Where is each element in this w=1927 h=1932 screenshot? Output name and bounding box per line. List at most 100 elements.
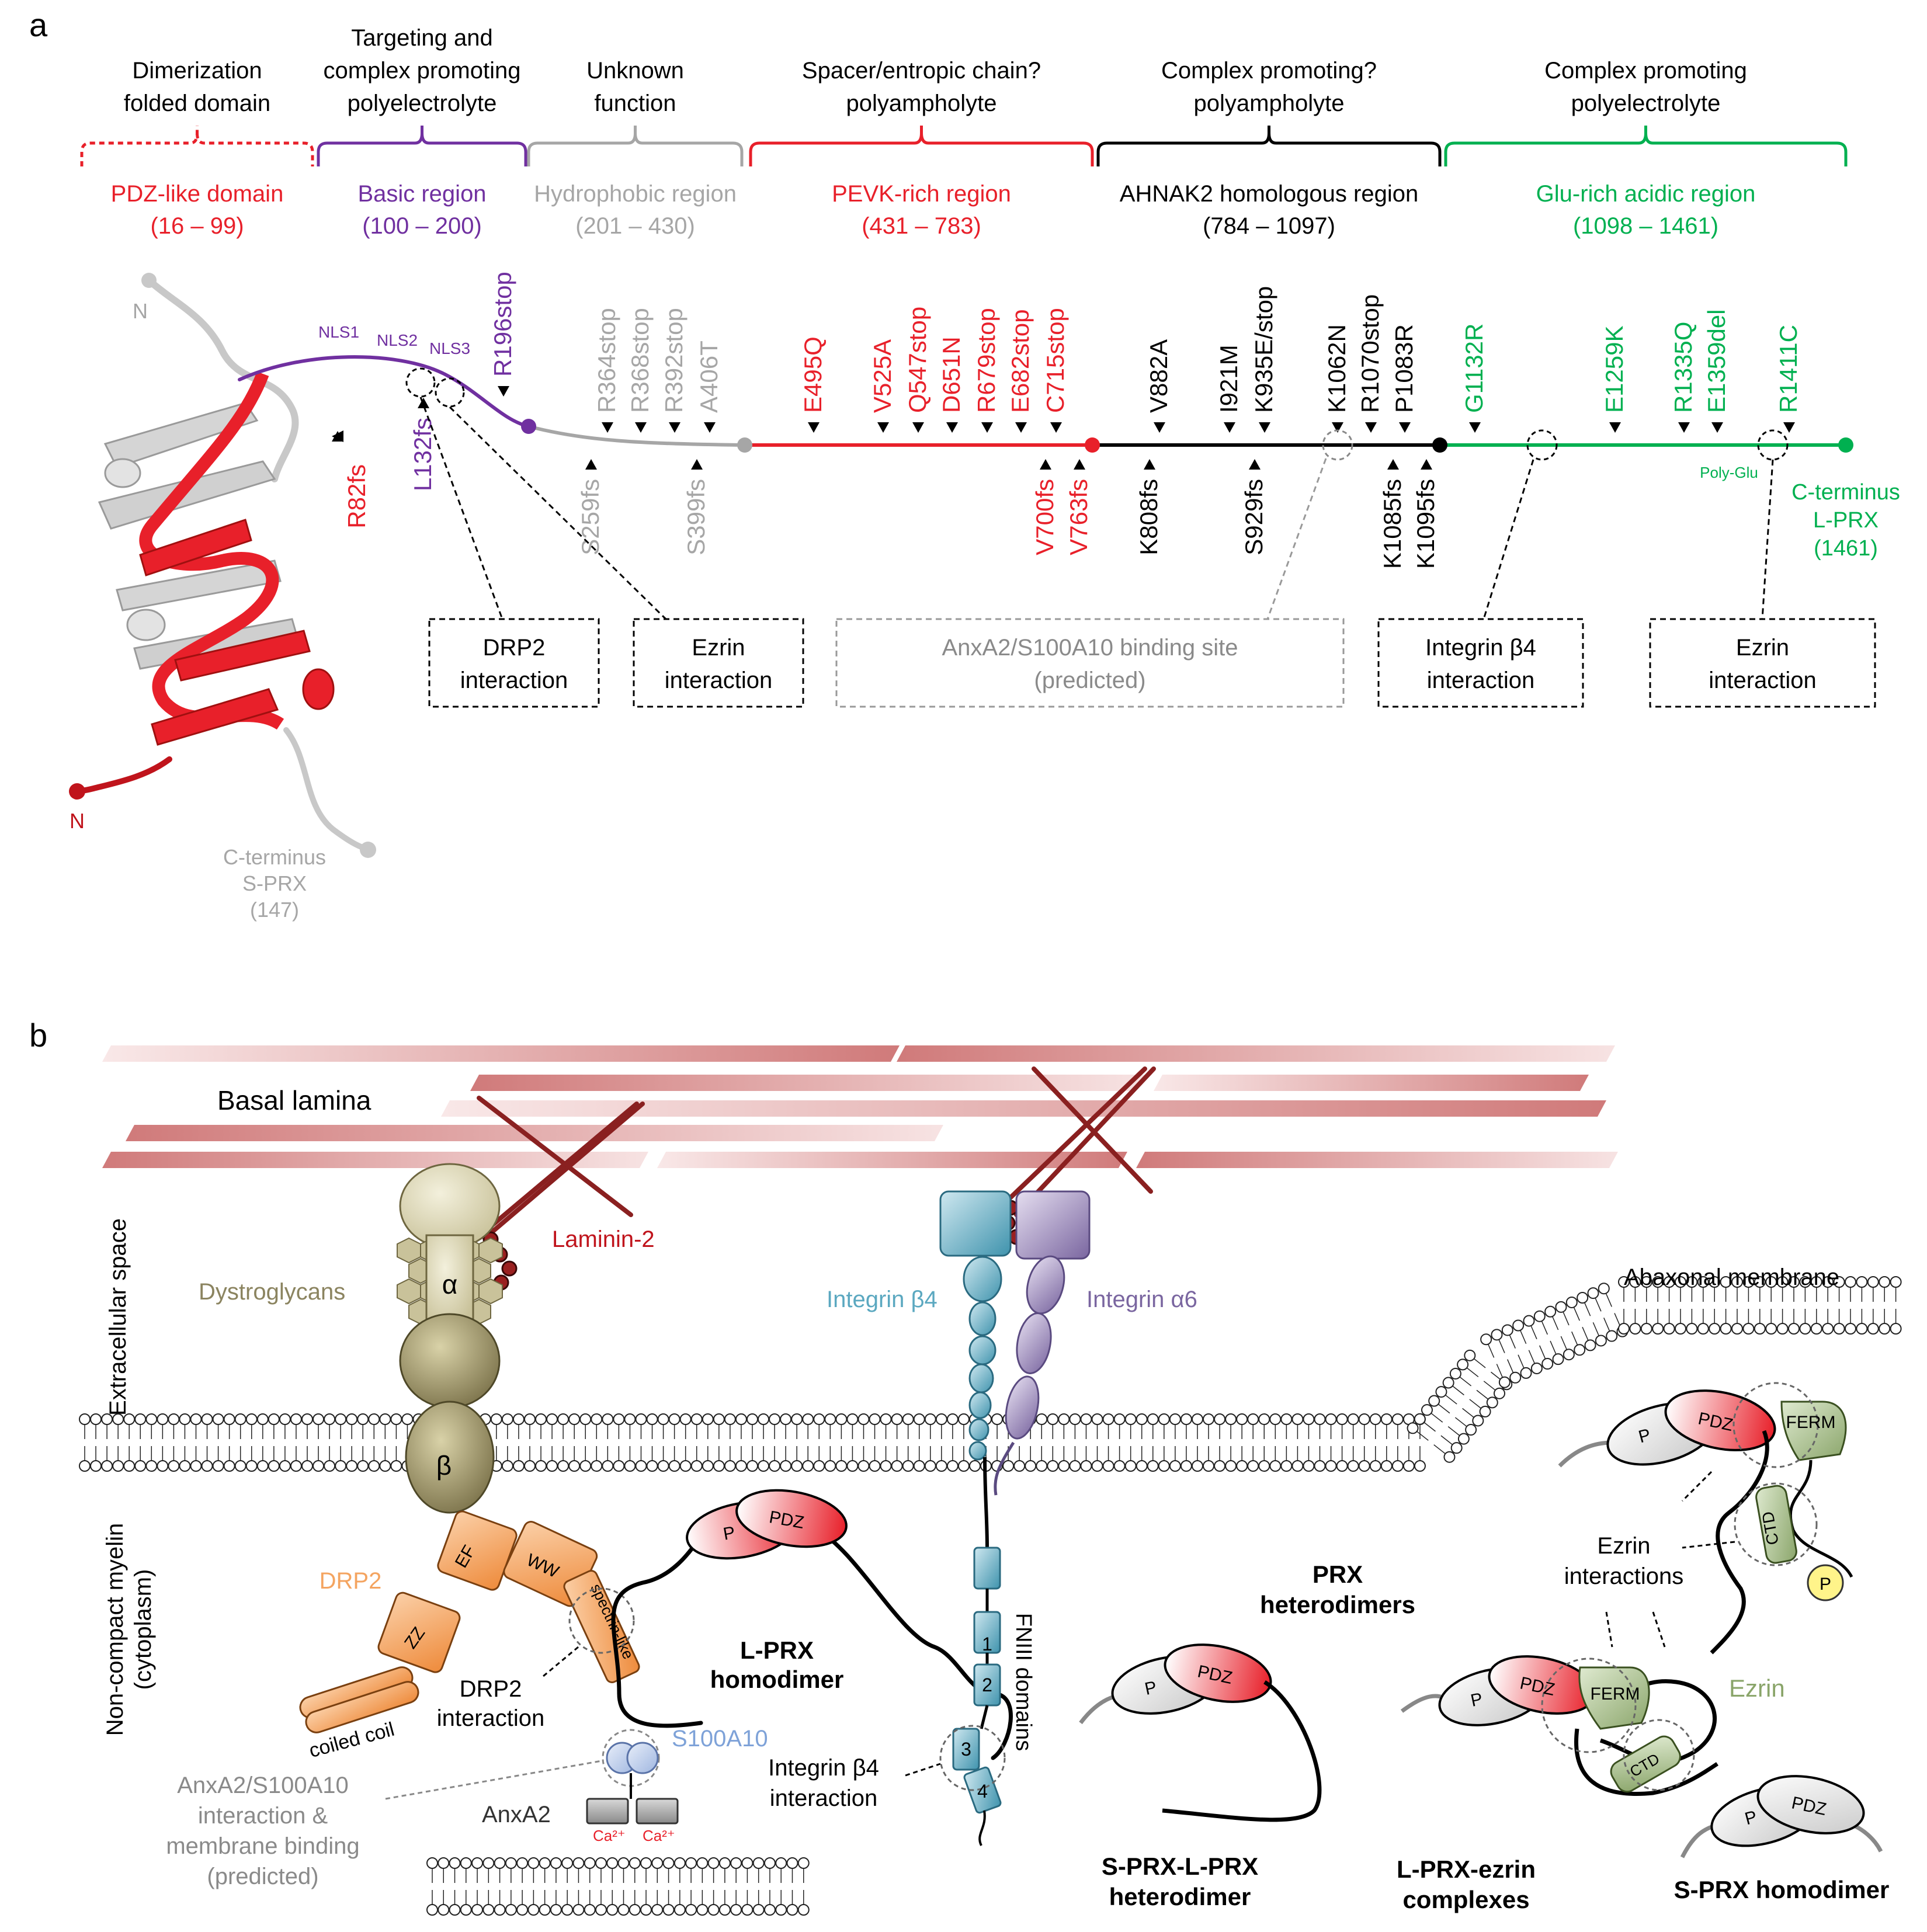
region-function-text: function [594, 91, 676, 116]
interaction-box: AnxA2/S100A10 binding site(predicted) [835, 458, 1345, 708]
basal-lamina-label: Basal lamina [217, 1085, 371, 1116]
mutation-label: E682stop [1006, 310, 1034, 413]
fniii-3: 3 [961, 1739, 971, 1760]
region-bracket [80, 126, 314, 166]
interaction-box-text: interaction [665, 668, 773, 693]
dystroglycan-complex [397, 1163, 503, 1514]
hydrophobic-segment [528, 425, 742, 447]
region-function-text: polyelectrolyte [348, 91, 497, 116]
ca-label-2: Ca²⁺ [643, 1827, 675, 1844]
svg-text:DRP2: DRP2 [460, 1676, 522, 1702]
drp2-site-circle [405, 367, 436, 398]
mutation-arrow [1144, 459, 1155, 470]
drp2-interaction-label: DRP2 interaction [437, 1676, 545, 1731]
panel-b-letter: b [29, 1017, 47, 1054]
abaxonal-membrane-label: Abaxonal membrane [1624, 1264, 1839, 1290]
mutation-label: G1132R [1460, 324, 1488, 413]
mutation-arrow [877, 422, 889, 433]
region-function-text: Complex promoting? [1161, 58, 1377, 84]
nls2-label: NLS2 [377, 331, 418, 349]
svg-text:PRX: PRX [1313, 1561, 1363, 1588]
mutation-label: R1411C [1775, 325, 1802, 413]
mutation-arrow [946, 422, 958, 433]
svg-text:(cytoplasm): (cytoplasm) [130, 1569, 156, 1690]
mutation-arrow [1387, 459, 1399, 470]
mutation-arrow [1040, 459, 1051, 470]
prx-pdz-structure [69, 273, 530, 858]
interaction-box-text: Ezrin [1736, 635, 1789, 661]
s-prx-l-prx-heterodimer [1079, 1643, 1322, 1822]
mutation-arrow [669, 422, 680, 433]
mutation-arrow [602, 422, 613, 433]
mutation-arrow [1399, 422, 1411, 433]
mutation-label: E495Q [799, 336, 827, 413]
ferm-label-mid: FERM [1591, 1684, 1640, 1704]
mutation-arrow [585, 459, 597, 470]
n-label-bottom: N [70, 809, 85, 833]
laminin-2 [477, 1066, 1156, 1240]
region-range: (201 – 430) [575, 213, 695, 239]
phospho-label: P [1820, 1575, 1831, 1594]
binding-site-circle [1322, 429, 1353, 461]
mutation-label: R1335Q [1669, 322, 1697, 413]
mutation-label: K1062N [1323, 324, 1350, 413]
mutation-label: S399fs [682, 479, 710, 555]
s-prx-c-terminus-label: C-terminus S-PRX (147) [223, 845, 326, 922]
ezrin-site-circle [435, 377, 465, 408]
mutation-arrow [418, 398, 429, 408]
membrane-ezrin-complex [1558, 1382, 1853, 1655]
region-boundary-dot [1085, 437, 1100, 453]
mutation-arrow [981, 422, 993, 433]
l-prx-ezrin-complexes-label: L-PRX-ezrin complexes [1397, 1855, 1536, 1913]
s-prx-homodimer-label: S-PRX homodimer [1674, 1876, 1890, 1903]
mutation-label: K1085fs [1379, 479, 1406, 569]
interaction-box-text: interaction [1709, 668, 1817, 693]
dystroglycans-label: Dystroglycans [199, 1279, 345, 1305]
mutation-label: A406T [695, 340, 723, 413]
nls1-label: NLS1 [318, 323, 359, 341]
ca-label-1: Ca²⁺ [593, 1827, 626, 1844]
mutation-label: I921M [1215, 345, 1242, 413]
svg-text:Non-compact myelin: Non-compact myelin [102, 1523, 128, 1736]
mutation-arrow [1678, 422, 1690, 433]
integrin-interaction-label: Integrin β4 interaction [768, 1755, 879, 1811]
svg-text:Integrin β4: Integrin β4 [768, 1755, 879, 1781]
bilayer [426, 1857, 810, 1916]
mutation-arrow [498, 386, 509, 397]
drp2-protein [299, 1510, 640, 1733]
lipid-bilayers [79, 1276, 1902, 1916]
interaction-box-text: AnxA2/S100A10 binding site [942, 635, 1238, 661]
svg-text:interaction: interaction [770, 1785, 878, 1811]
mutation-label: P1083R [1390, 324, 1418, 413]
extracellular-space-label: Extracellular space [105, 1218, 131, 1416]
svg-text:C-terminus: C-terminus [223, 845, 326, 869]
region-range: (431 – 783) [862, 213, 981, 239]
svg-text:S-PRX-L-PRX: S-PRX-L-PRX [1102, 1853, 1258, 1880]
fniii-2: 2 [982, 1674, 992, 1695]
ezrin-label: Ezrin [1729, 1674, 1785, 1702]
region-5: Complex promotingpolyelectrolyteGlu-rich… [1444, 58, 1848, 239]
interaction-box-text: Ezrin [692, 635, 745, 661]
svg-text:complexes: complexes [1402, 1886, 1529, 1913]
svg-text:S-PRX: S-PRX [242, 871, 307, 895]
binding-site-circle [1526, 429, 1558, 461]
region-range: (16 – 99) [150, 213, 244, 239]
mutation-label: V882A [1145, 339, 1172, 413]
l-prx-homodimer-label: L-PRX homodimer [710, 1636, 844, 1693]
fniii-domains-label: FNIII domains [1011, 1613, 1036, 1752]
region-function-text: Dimerization [132, 58, 262, 84]
cytoplasm-label: Non-compact myelin (cytoplasm) [102, 1523, 156, 1736]
mutation-label: C715stop [1041, 308, 1069, 413]
region-function-text: polyampholyte [846, 91, 997, 116]
basal-lamina-fibers [102, 1045, 1618, 1168]
mutation-label: V525A [869, 339, 896, 413]
laminin-2-label: Laminin-2 [552, 1226, 655, 1252]
region-bracket [1444, 126, 1848, 166]
mutation-label: R392stop [660, 308, 688, 413]
mutation-label: S929fs [1240, 479, 1268, 555]
svg-text:Ezrin: Ezrin [1597, 1533, 1650, 1559]
